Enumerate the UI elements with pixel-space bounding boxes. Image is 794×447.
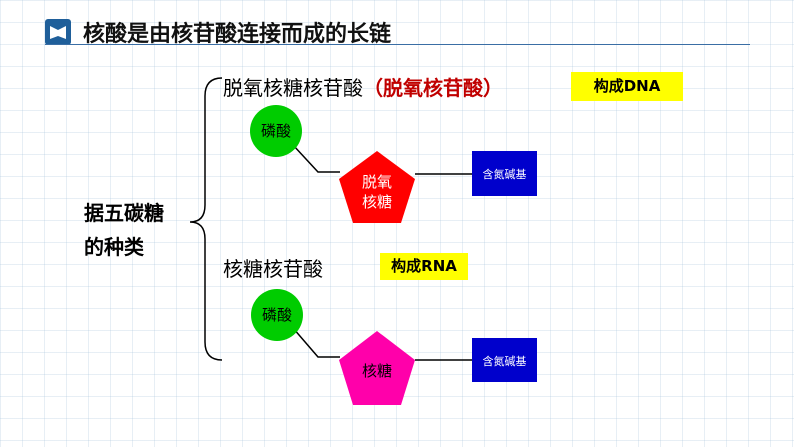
rna-sugar-pentagon — [339, 331, 415, 405]
dna-phosphate-label: 磷酸 — [260, 122, 291, 140]
dna-phosphate-circle — [250, 105, 302, 157]
rna-base-rect — [472, 338, 537, 382]
dna-phosphate-sugar-link — [292, 144, 340, 173]
dna-branch-name: 脱氧核糖核苷酸 — [223, 76, 363, 100]
chapter-icon — [45, 19, 71, 45]
dna-base-label: 含氮碱基 — [482, 168, 527, 181]
dna-sugar-pentagon — [339, 151, 415, 223]
title-underline — [45, 44, 750, 45]
dna-tag: 构成DNA — [571, 72, 683, 101]
rna-base-label: 含氮碱基 — [482, 355, 527, 368]
dna-sugar-label: 脱氧 核糖 — [349, 172, 405, 212]
dna-sugar-label-line2: 核糖 — [361, 193, 392, 211]
rna-phosphate-circle — [251, 289, 303, 341]
classification-label: 据五碳糖 的种类 — [84, 196, 164, 264]
rna-phosphate-sugar-link — [292, 327, 340, 358]
dna-branch-alias: （脱氧核苷酸） — [363, 76, 503, 100]
classification-brace — [189, 77, 223, 361]
classification-label-line2: 的种类 — [84, 235, 144, 259]
rna-sugar-label: 核糖 — [361, 362, 392, 380]
page-title: 核酸是由核苷酸连接而成的长链 — [83, 22, 392, 47]
rna-branch-name: 核糖核苷酸 — [223, 257, 323, 281]
classification-label-line1: 据五碳糖 — [84, 201, 164, 225]
dna-base-rect — [472, 151, 537, 196]
rna-phosphate-label: 磷酸 — [261, 306, 292, 324]
dna-branch-heading: 脱氧核糖核苷酸（脱氧核苷酸） — [223, 72, 503, 101]
dna-sugar-label-line1: 脱氧 — [361, 173, 392, 191]
rna-tag: 构成RNA — [380, 253, 468, 280]
